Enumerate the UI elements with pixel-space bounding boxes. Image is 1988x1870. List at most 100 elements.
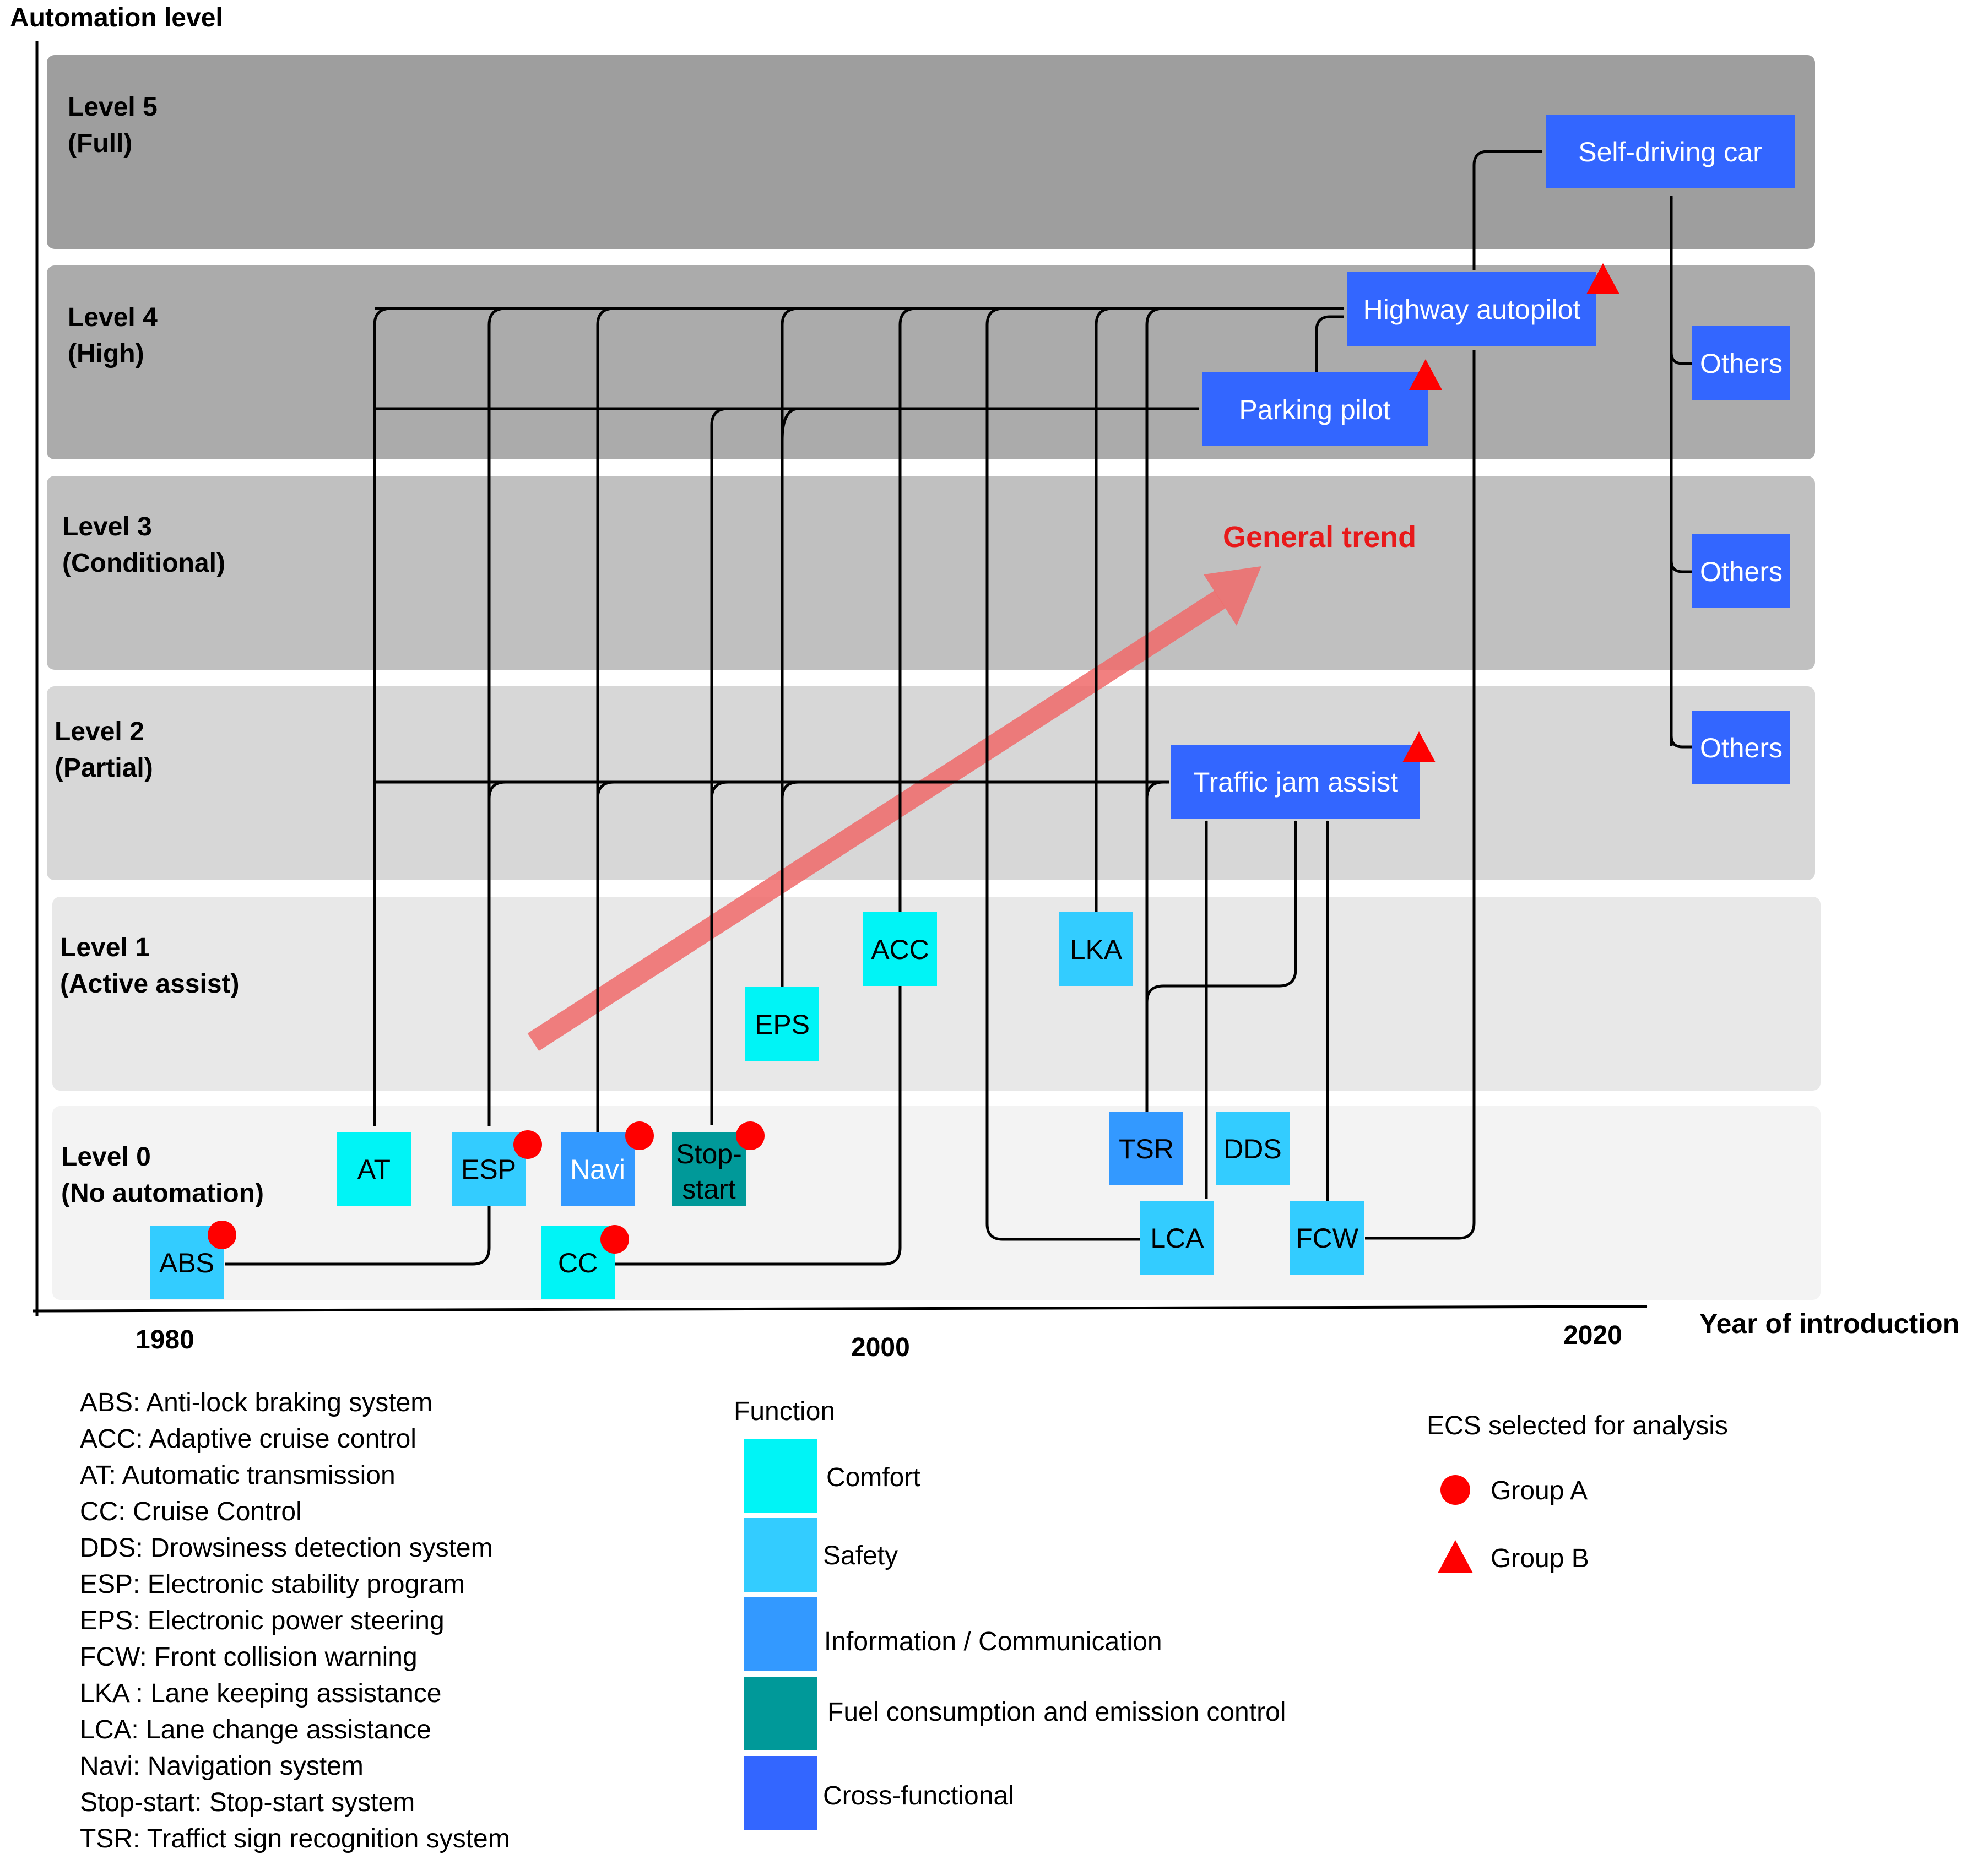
legend-label-cross: Cross-functional [823,1781,1014,1811]
year-2020: 2020 [1563,1321,1622,1350]
box-tsr-rect [1109,1112,1183,1185]
box-traffic-jam-assist: Traffic jam assist [1171,745,1420,819]
legend-label-fuel: Fuel consumption and emission control [827,1698,1286,1727]
line-cc-parking [710,407,729,1125]
box-lca: LCA [1140,1201,1214,1275]
abbrev-dds: DDS: Drowsiness detection system [80,1533,493,1563]
level-0-name: Level 0 [61,1142,151,1172]
function-legend-title: Function [734,1397,835,1426]
level-3-name: Level 3 [62,512,152,541]
box-acc-label: ACC [871,934,929,965]
box-tsr: TSR [1109,1112,1183,1185]
x-axis-title: Year of introduction [1699,1308,1959,1339]
group-a-marker-stop-start [736,1121,765,1150]
box-stop-start: Stop- start [672,1132,746,1206]
box-at: AT [337,1132,411,1206]
abbreviation-list: ABS: Anti-lock braking system ACC: Adapt… [80,1388,510,1853]
box-eps-label: EPS [755,1009,810,1040]
box-fcw: FCW [1290,1201,1364,1275]
line-navi-highway [596,307,615,1132]
group-b-marker-highway-autopilot [1586,263,1619,294]
level-3-desc: (Conditional) [62,549,225,578]
box-navi: Navi [561,1132,635,1206]
box-lca-rect [1140,1201,1214,1275]
abbrev-fcw: FCW: Front collision warning [80,1643,418,1672]
level-labels: Level 5 (Full) Level 4 (High) Level 3 (C… [55,93,264,1208]
line-parking-highway [1315,315,1344,372]
box-acc: ACC [863,912,937,986]
legend-label-safety: Safety [823,1541,898,1570]
line-abs-esp [225,1206,491,1266]
box-at-label: AT [357,1154,391,1185]
legend-group-a-marker [1440,1475,1470,1505]
level-bands [47,55,1821,1300]
group-markers [208,263,1619,1254]
line-eps-traffic [781,780,799,799]
box-lka-rect [1059,912,1133,986]
ecs-legend: ECS selected for analysis Group A Group … [1427,1411,1728,1573]
box-at-rect [337,1132,411,1206]
box-highway-autopilot-rect [1347,272,1596,346]
connectors [225,150,1693,1266]
year-2000: 2000 [851,1333,910,1362]
legend-group-b-marker [1438,1540,1473,1573]
legend-swatch-safety [744,1518,817,1592]
box-self-driving-rect [1546,115,1795,188]
line-tsr-traffic [1145,780,1164,799]
trend-arrow-head [1204,566,1261,626]
box-acc-rect [863,912,937,986]
abbrev-lca: LCA: Lane change assistance [80,1715,431,1744]
box-cc-label: CC [558,1248,598,1278]
box-stop-start-line1: Stop- [676,1139,742,1169]
box-others-l2-label: Others [1700,733,1783,763]
box-parking-pilot-rect [1202,372,1428,446]
legend-swatch-cross [744,1756,817,1830]
band-level-0 [52,1106,1821,1300]
ecs-legend-title: ECS selected for analysis [1427,1411,1728,1440]
function-legend: Function Comfort Safety Information / Co… [734,1397,1286,1830]
abbrev-at: AT: Automatic transmission [80,1461,396,1490]
box-others-l4-rect [1692,326,1790,400]
band-level-5 [47,55,1815,249]
group-a-marker-abs [208,1221,236,1249]
group-a-marker-esp [513,1130,542,1159]
abbrev-eps: EPS: Electronic power steering [80,1606,445,1635]
legend-label-info: Information / Communication [824,1627,1162,1656]
ecs-boxes: ABS AT ESP Navi Stop- start CC EPS [150,115,1795,1299]
box-fcw-label: FCW [1296,1223,1359,1254]
group-a-marker-cc [600,1225,629,1254]
box-highway-autopilot-label: Highway autopilot [1363,294,1581,325]
line-at-highway [373,307,392,1126]
box-esp: ESP [452,1132,526,1206]
box-lca-label: LCA [1150,1223,1204,1254]
box-dds: DDS [1216,1112,1290,1185]
x-axis-line [32,1305,1648,1313]
line-others-l2 [1670,735,1693,749]
box-lka: LKA [1059,912,1133,986]
box-highway-autopilot: Highway autopilot [1347,272,1596,346]
box-fcw-rect [1290,1201,1364,1275]
abbrev-cc: CC: Cruise Control [80,1497,302,1526]
box-navi-label: Navi [570,1154,625,1185]
line-others-l4 [1670,352,1693,365]
box-eps-rect [745,987,819,1061]
box-stop-start-line2: start [682,1174,735,1205]
band-level-1 [52,897,1821,1091]
box-stop-start-rect [672,1132,746,1206]
line-eps-parking [781,407,799,441]
box-abs-label: ABS [159,1248,214,1278]
level-2-desc: (Partial) [55,754,153,783]
line-lca-highway [985,307,1140,1241]
box-esp-label: ESP [461,1154,516,1185]
level-2-name: Level 2 [55,717,144,746]
abbrev-abs: ABS: Anti-lock braking system [80,1388,432,1417]
box-others-level-3: Others [1692,534,1790,608]
abbrev-lka: LKA : Lane keeping assistance [80,1679,441,1708]
legend-group-a-label: Group A [1491,1476,1588,1505]
box-traffic-jam-rect [1171,745,1420,819]
level-5-desc: (Full) [68,129,132,158]
line-others-l3 [1670,560,1693,573]
box-parking-pilot-label: Parking pilot [1239,394,1390,425]
